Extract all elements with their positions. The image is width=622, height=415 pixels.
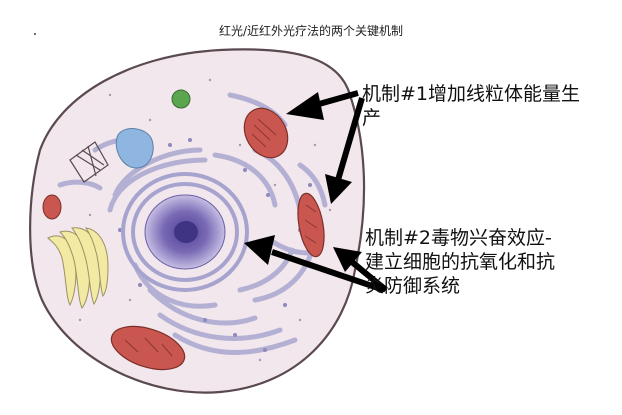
- small-mitochondrion: [43, 195, 61, 219]
- mechanism-2-line-3: 炎防御系统: [365, 274, 615, 298]
- mechanism-2-label: 机制#2毒物兴奋效应- 建立细胞的抗氧化和抗 炎防御系统: [365, 226, 615, 298]
- nucleolus: [174, 221, 198, 243]
- mechanism-1-line-2: 产: [362, 106, 612, 130]
- mechanism-2-line-1: 机制#2毒物兴奋效应-: [365, 226, 615, 250]
- green-organelle: [172, 90, 190, 108]
- mechanism-1-line-1: 机制#1增加线粒体能量生: [362, 82, 612, 106]
- mechanism-2-line-2: 建立细胞的抗氧化和抗: [365, 250, 615, 274]
- mechanism-1-label: 机制#1增加线粒体能量生 产: [362, 82, 612, 130]
